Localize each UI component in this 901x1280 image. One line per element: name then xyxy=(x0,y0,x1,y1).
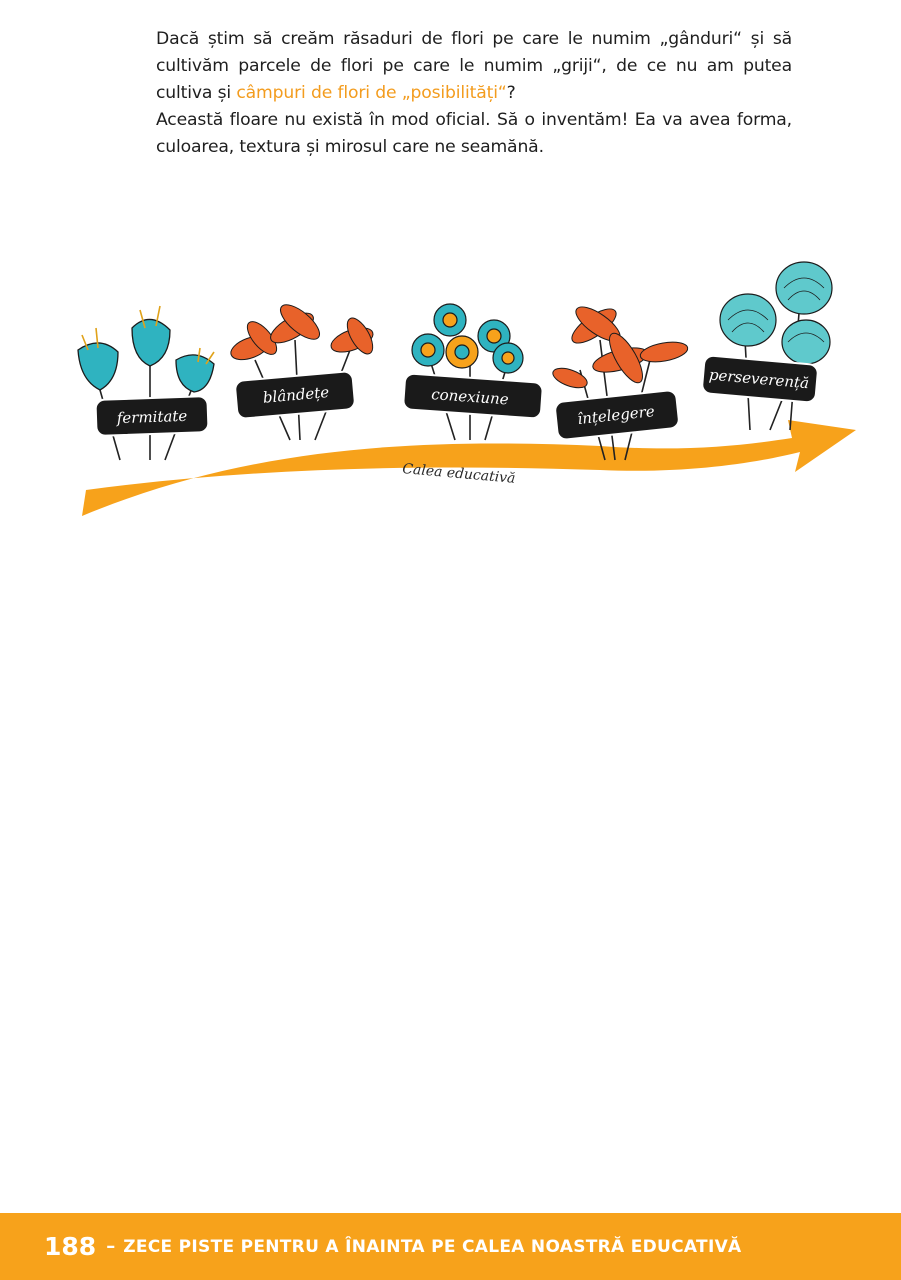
flower-group-1: fermitate xyxy=(77,305,215,461)
body-text: Dacă știm să creăm răsaduri de flori pe … xyxy=(156,26,792,161)
page-footer: 188 – ZECE PISTE PENTRU A ÎNAINTA PE CAL… xyxy=(0,1213,901,1280)
footer-title: ZECE PISTE PENTRU A ÎNAINTA PE CALEA NOA… xyxy=(123,1236,742,1257)
path-arrow xyxy=(82,420,856,516)
flower-label-2: blândețe xyxy=(262,383,330,407)
paragraph-1: Dacă știm să creăm răsaduri de flori pe … xyxy=(156,26,792,107)
flower-group-5: perseverență xyxy=(701,261,833,431)
flowers-path-illustration: Calea educativă fermitate blândețe xyxy=(77,261,856,516)
footer-separator: – xyxy=(106,1236,116,1257)
flower-group-4: înțelegere xyxy=(552,306,689,461)
flower-group-3: conexiune xyxy=(402,303,544,441)
flower-label-1: fermitate xyxy=(115,407,187,427)
flower-group-2: blândețe xyxy=(230,304,374,441)
highlight-phrase: câmpuri de flori de „posibilități“ xyxy=(236,83,507,103)
paragraph-1-end: ? xyxy=(506,83,516,103)
page-number: 188 xyxy=(44,1232,97,1261)
paragraph-1-text: Dacă știm să creăm răsaduri de flori pe … xyxy=(156,29,792,103)
paragraph-2: Această floare nu există în mod oficial.… xyxy=(156,110,792,157)
flower-label-3: conexiune xyxy=(431,385,510,408)
